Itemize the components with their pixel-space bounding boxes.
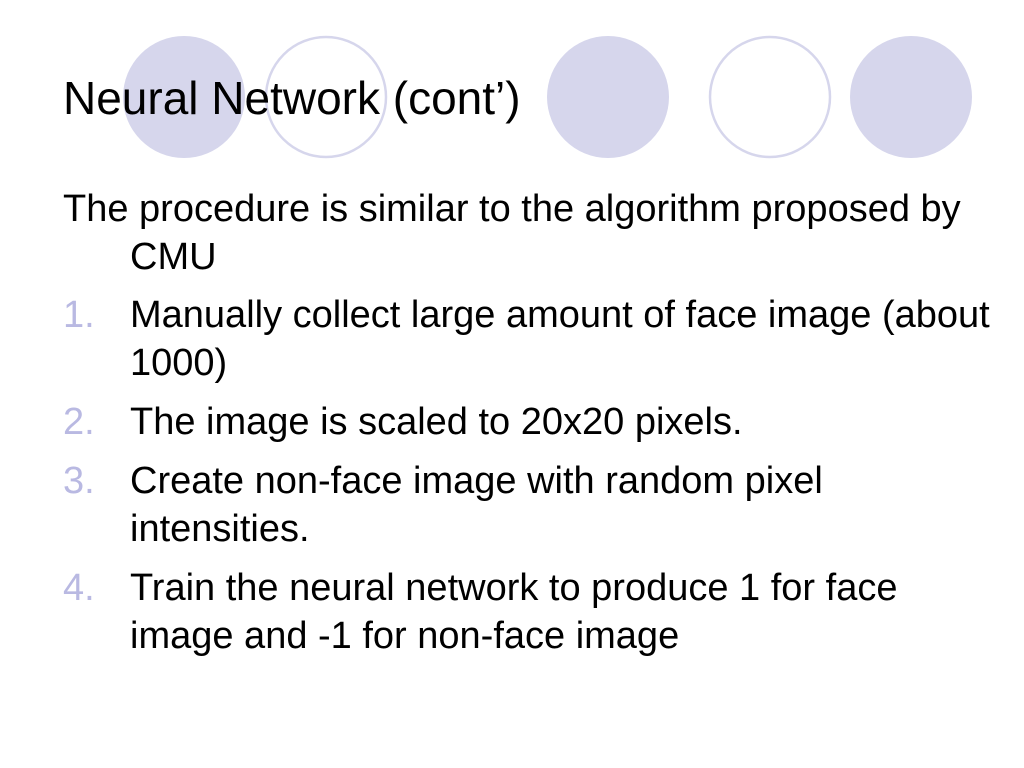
step-text: Train the neural network to produce 1 fo… [130,567,898,657]
step-number: 2. [63,401,95,443]
step-text: Create non-face image with random pixel … [130,460,823,550]
circle-1 [123,36,245,158]
step-item-1: 1. Manually collect large amount of face… [63,291,993,387]
step-number: 4. [63,567,95,609]
step-number: 1. [63,294,95,336]
step-item-4: 4. Train the neural network to produce 1… [63,564,993,660]
steps-list: 1. Manually collect large amount of face… [63,291,993,660]
step-item-2: 2. The image is scaled to 20x20 pixels. [63,398,993,446]
step-item-3: 3. Create non-face image with random pix… [63,457,993,553]
step-number: 3. [63,460,95,502]
slide-content: The procedure is similar to the algorith… [63,185,993,671]
slide-title: Neural Network (cont’) [63,72,521,124]
circle-2 [264,35,388,159]
circle-5 [850,36,972,158]
circle-4 [708,35,832,159]
step-text: The image is scaled to 20x20 pixels. [130,401,743,443]
circle-3 [547,36,669,158]
step-text: Manually collect large amount of face im… [130,294,990,384]
intro-text: The procedure is similar to the algorith… [63,188,961,278]
